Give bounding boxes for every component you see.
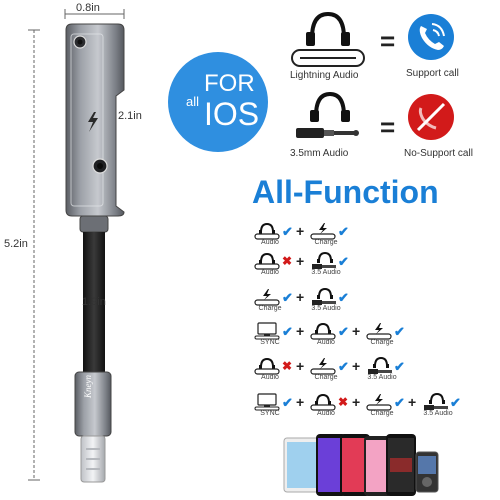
check-icon: ✔ [282,324,293,339]
function-item-label: Charge [258,305,282,312]
3-5-audio-icon [366,356,396,380]
function-item-3-2: 3.5 Audio [310,287,344,314]
ios-badge: all FOR IOS [168,52,268,152]
function-item-2-1: Audio [254,252,288,278]
charge-icon [366,322,392,345]
lightning-connector-icon [291,11,365,67]
check-icon: ✔ [282,395,293,410]
function-item-label: 3.5 Audio [311,269,341,276]
function-item-label: Charge [370,339,394,346]
check-icon: ✔ [338,290,349,305]
audio-icon [310,322,336,345]
check-icon: ✔ [338,324,349,339]
function-item-label: SYNC [260,410,280,417]
badge-line2: IOS [204,96,260,132]
function-item-5-3: 3.5 Audio [366,356,400,383]
plus-icon: + [296,358,305,374]
charge-icon [310,222,336,245]
plus-icon: + [408,394,417,410]
function-item-label: Charge [370,410,394,417]
function-item-label: 3.5 Audio [367,374,397,381]
charge-icon [254,288,280,311]
function-item-label: Audio [261,269,279,276]
badge-line1: FOR [204,70,255,97]
audio-icon [310,393,336,416]
audio-icon [254,357,280,380]
audio-35mm-label: 3.5mm Audio [290,148,349,159]
badge-small-text: all [186,94,200,109]
plus-icon: + [352,394,361,410]
adapter-illustration [28,9,125,483]
total-dimension: 5.2in [4,238,28,250]
sync-icon [254,322,280,345]
function-item-label: 3.5 Audio [423,410,453,417]
plus-icon: + [296,289,305,305]
function-item-6-3: Charge [366,393,400,419]
no-support-call-icon [408,94,454,140]
plus-icon: + [296,323,305,339]
top-dimension: 2.1in [118,110,142,122]
width-dimension: 0.8in [76,2,100,14]
function-item-label: Audio [317,339,335,346]
function-item-label: Charge [314,374,338,381]
function-item-2-2: 3.5 Audio [310,251,344,278]
plus-icon: + [352,358,361,374]
lightning-audio-label: Lightning Audio [290,70,359,81]
function-item-1-1: Audio [254,222,288,248]
cross-icon: ✖ [338,395,349,409]
sync-icon [254,393,280,416]
plus-icon: + [352,323,361,339]
all-function-title: All-Function [252,174,439,210]
function-item-label: Audio [317,410,335,417]
function-item-label: Charge [314,239,338,246]
function-item-4-3: Charge [366,322,400,348]
cable-dimension: 1.9in [82,296,106,308]
3-5-audio-icon [310,287,340,311]
function-item-1-2: Charge [310,222,344,248]
equals-sign-1: = [380,26,396,56]
cross-icon: ✖ [282,359,293,373]
function-item-6-2: Audio [310,393,344,419]
function-item-6-1: SYNC [254,393,288,419]
support-call-icon [408,14,454,60]
check-icon: ✔ [282,290,293,305]
support-call-label: Support call [406,68,459,79]
check-icon: ✔ [282,224,293,239]
check-icon: ✔ [338,254,349,269]
cross-icon: ✖ [282,254,293,268]
devices-strip [283,434,439,496]
audio-icon [254,222,280,245]
plus-icon: + [296,253,305,269]
function-item-4-1: SYNC [254,322,288,348]
check-icon: ✔ [394,359,405,374]
check-icon: ✔ [338,359,349,374]
function-item-3-1: Charge [254,288,288,314]
3-5-audio-icon [422,392,452,416]
check-icon: ✔ [394,324,405,339]
charge-icon [310,357,336,380]
charge-icon [366,393,392,416]
function-item-5-1: Audio [254,357,288,383]
check-icon: ✔ [450,395,461,410]
audio-35mm-icon [296,91,359,138]
function-item-label: Audio [261,239,279,246]
check-icon: ✔ [338,224,349,239]
audio-icon [254,252,280,275]
function-item-4-2: Audio [310,322,344,348]
equals-sign-2: = [380,112,396,142]
plus-icon: + [296,223,305,239]
3-5-audio-icon [310,251,340,275]
function-item-label: Audio [261,374,279,381]
function-item-6-4: 3.5 Audio [422,392,456,419]
function-item-5-2: Charge [310,357,344,383]
plus-icon: + [296,394,305,410]
function-item-label: 3.5 Audio [311,305,341,312]
function-item-label: SYNC [260,339,280,346]
no-support-call-label: No-Support call [404,148,473,159]
check-icon: ✔ [394,395,405,410]
